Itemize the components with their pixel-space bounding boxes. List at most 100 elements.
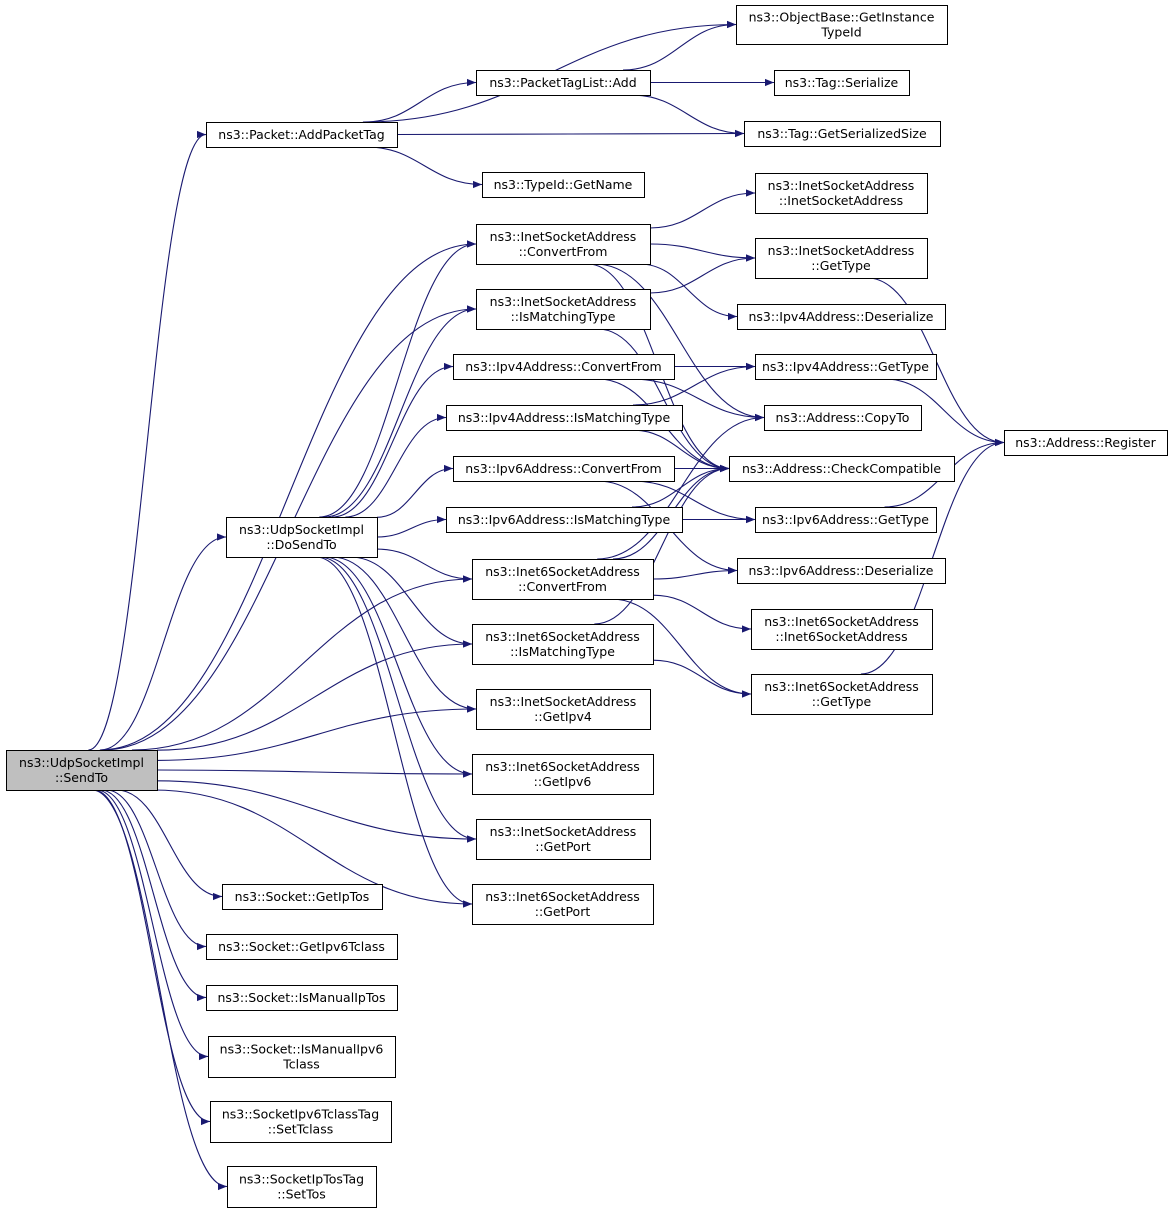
node-ipv6-ismatchingtype[interactable]: ns3::Ipv6Address::IsMatchingType	[446, 507, 683, 533]
node-ismanualiptos[interactable]: ns3::Socket::IsManualIpTos	[206, 985, 398, 1011]
node-label: ns3::Socket::IsManualIpTos	[218, 990, 386, 1005]
edge-dosendto-to-inet_getport	[318, 556, 477, 843]
edge-sendto-to-ismanualiptos	[100, 789, 207, 1002]
node-box	[472, 754, 654, 795]
node-getipv6tclass[interactable]: ns3::Socket::GetIpv6Tclass	[206, 934, 398, 960]
edge-addpackettag-to-taggetserializedsize	[396, 129, 745, 138]
node-label: ns3::UdpSocketImpl	[239, 522, 364, 537]
node-box	[472, 884, 654, 925]
edge-dosendto-to-ipv4_convertfrom	[332, 362, 454, 518]
node-box	[208, 1036, 396, 1078]
node-settos[interactable]: ns3::SocketIpTosTag::SetTos	[227, 1166, 377, 1208]
node-box	[206, 985, 398, 1011]
node-label: ns3::Ipv6Address::ConvertFrom	[465, 461, 661, 476]
edge-dosendto-to-inet6_getport	[315, 556, 473, 908]
node-label: ns3::InetSocketAddress	[490, 229, 637, 244]
node-label: ns3::InetSocketAddress	[490, 294, 637, 309]
node-inet6-gettype[interactable]: ns3::Inet6SocketAddress::GetType	[751, 674, 933, 715]
node-inet6-ismatchingtype[interactable]: ns3::Inet6SocketAddress::IsMatchingType	[472, 624, 654, 665]
edge-packettaglistadd-to-taggetserializedsize	[631, 94, 745, 138]
edge-sendto-to-inet6_getport	[153, 789, 473, 908]
node-label: ns3::Inet6SocketAddress	[485, 889, 640, 904]
node-sendto[interactable]: ns3::UdpSocketImpl::SendTo	[6, 750, 158, 791]
node-inet-getport[interactable]: ns3::InetSocketAddress::GetPort	[476, 819, 651, 860]
node-address-copyto[interactable]: ns3::Address::CopyTo	[764, 405, 922, 431]
node-address-register[interactable]: ns3::Address::Register	[1004, 430, 1168, 456]
edge-sendto-to-ismanualipv6tclass	[96, 789, 209, 1061]
node-label: ns3::SocketIpv6TclassTag	[222, 1107, 379, 1122]
node-label: ns3::InetSocketAddress	[768, 178, 915, 193]
node-inet-gettype[interactable]: ns3::InetSocketAddress::GetType	[755, 238, 928, 279]
edge-sendto-to-settos	[92, 789, 228, 1191]
node-inet6-getipv6[interactable]: ns3::Inet6SocketAddress::GetIpv6	[472, 754, 654, 795]
node-ipv6-gettype[interactable]: ns3::Ipv6Address::GetType	[755, 507, 937, 533]
node-inet-ctor[interactable]: ns3::InetSocketAddress::InetSocketAddres…	[755, 173, 928, 214]
node-inet6-getport[interactable]: ns3::Inet6SocketAddress::GetPort	[472, 884, 654, 925]
node-address-checkcompatible[interactable]: ns3::Address::CheckCompatible	[729, 456, 955, 482]
node-box	[476, 70, 651, 96]
node-ipv4-ismatchingtype[interactable]: ns3::Ipv4Address::IsMatchingType	[446, 405, 683, 431]
node-label: ::GetPort	[535, 839, 591, 854]
node-label: TypeId	[820, 25, 861, 40]
node-tagserialize[interactable]: ns3::Tag::Serialize	[774, 70, 910, 96]
node-dosendto[interactable]: ns3::UdpSocketImpl::DoSendTo	[226, 517, 378, 558]
node-box	[210, 1101, 392, 1143]
edge-sendto-to-inet6_ismatchingtype	[156, 640, 473, 751]
node-inet6-convertfrom[interactable]: ns3::Inet6SocketAddress::ConvertFrom	[472, 559, 654, 600]
edge-dosendto-to-inet6_convertfrom	[376, 548, 473, 583]
edge-sendto-to-inet6_getipv6	[156, 769, 473, 778]
node-getiptos[interactable]: ns3::Socket::GetIpTos	[222, 884, 383, 910]
node-label: ns3::Address::CopyTo	[776, 410, 910, 425]
edge-layer	[88, 20, 1005, 1191]
node-label: ns3::InetSocketAddress	[490, 824, 637, 839]
node-label: ::ConvertFrom	[519, 244, 608, 259]
edge-inet6_ismatchingtype-to-address_checkcompatible	[594, 464, 730, 625]
edge-ipv4_ismatchingtype-to-address_checkcompatible	[631, 429, 730, 473]
node-label: ::SendTo	[55, 770, 108, 785]
node-layer: ns3::UdpSocketImpl::SendTo ns3::Packet::A…	[6, 5, 1168, 1208]
node-label: ns3::Ipv6Address::IsMatchingType	[458, 512, 671, 527]
node-label: ::GetIpv6	[534, 774, 592, 789]
node-ipv6-convertfrom[interactable]: ns3::Ipv6Address::ConvertFrom	[453, 456, 675, 482]
node-ipv4-deserialize[interactable]: ns3::Ipv4Address::Deserialize	[737, 304, 946, 330]
edge-sendto-to-inet_getipv4	[156, 705, 477, 761]
node-addpackettag[interactable]: ns3::Packet::AddPacketTag	[206, 122, 398, 148]
node-label: ns3::Address::Register	[1015, 435, 1156, 450]
node-label: ns3::UdpSocketImpl	[19, 755, 144, 770]
node-inet-getipv4[interactable]: ns3::InetSocketAddress::GetIpv4	[476, 689, 651, 730]
node-label: ::ConvertFrom	[518, 579, 607, 594]
node-box	[1004, 430, 1168, 456]
node-box	[737, 558, 946, 584]
node-inet6-ctor[interactable]: ns3::Inet6SocketAddress::Inet6SocketAddr…	[751, 609, 933, 650]
node-typeidgetname[interactable]: ns3::TypeId::GetName	[482, 172, 645, 198]
node-label: ns3::Inet6SocketAddress	[485, 629, 640, 644]
node-label: ns3::InetSocketAddress	[490, 694, 637, 709]
node-settclass[interactable]: ns3::SocketIpv6TclassTag::SetTclass	[210, 1101, 392, 1143]
node-ipv4-convertfrom[interactable]: ns3::Ipv4Address::ConvertFrom	[453, 354, 675, 380]
node-packettaglistadd[interactable]: ns3::PacketTagList::Add	[476, 70, 651, 96]
node-label: ::GetType	[811, 258, 871, 273]
node-box	[206, 122, 398, 148]
node-box	[774, 70, 910, 96]
node-box	[222, 884, 383, 910]
node-label: Tclass	[282, 1057, 320, 1072]
edge-sendto-to-inet_convertfrom	[99, 240, 477, 751]
node-box	[453, 354, 675, 380]
node-box	[744, 121, 941, 147]
node-ipv6-deserialize[interactable]: ns3::Ipv6Address::Deserialize	[737, 558, 946, 584]
node-ipv4-gettype[interactable]: ns3::Ipv4Address::GetType	[755, 354, 937, 380]
node-label: ns3::Inet6SocketAddress	[764, 679, 919, 694]
node-taggetserializedsize[interactable]: ns3::Tag::GetSerializedSize	[744, 121, 941, 147]
edge-inet_ismatchingtype-to-inet_gettype	[649, 254, 756, 294]
edge-ipv4_gettype-to-address_register	[884, 378, 1005, 447]
node-label: ns3::Tag::GetSerializedSize	[757, 126, 927, 141]
node-inet-convertfrom[interactable]: ns3::InetSocketAddress::ConvertFrom	[476, 224, 651, 265]
edge-dosendto-to-inet_convertfrom	[319, 240, 477, 518]
node-label: ns3::Address::CheckCompatible	[742, 461, 941, 476]
node-box	[476, 819, 651, 860]
node-inet-ismatchingtype[interactable]: ns3::InetSocketAddress::IsMatchingType	[476, 289, 651, 330]
edge-addpackettag-to-packettaglistadd	[364, 78, 477, 123]
